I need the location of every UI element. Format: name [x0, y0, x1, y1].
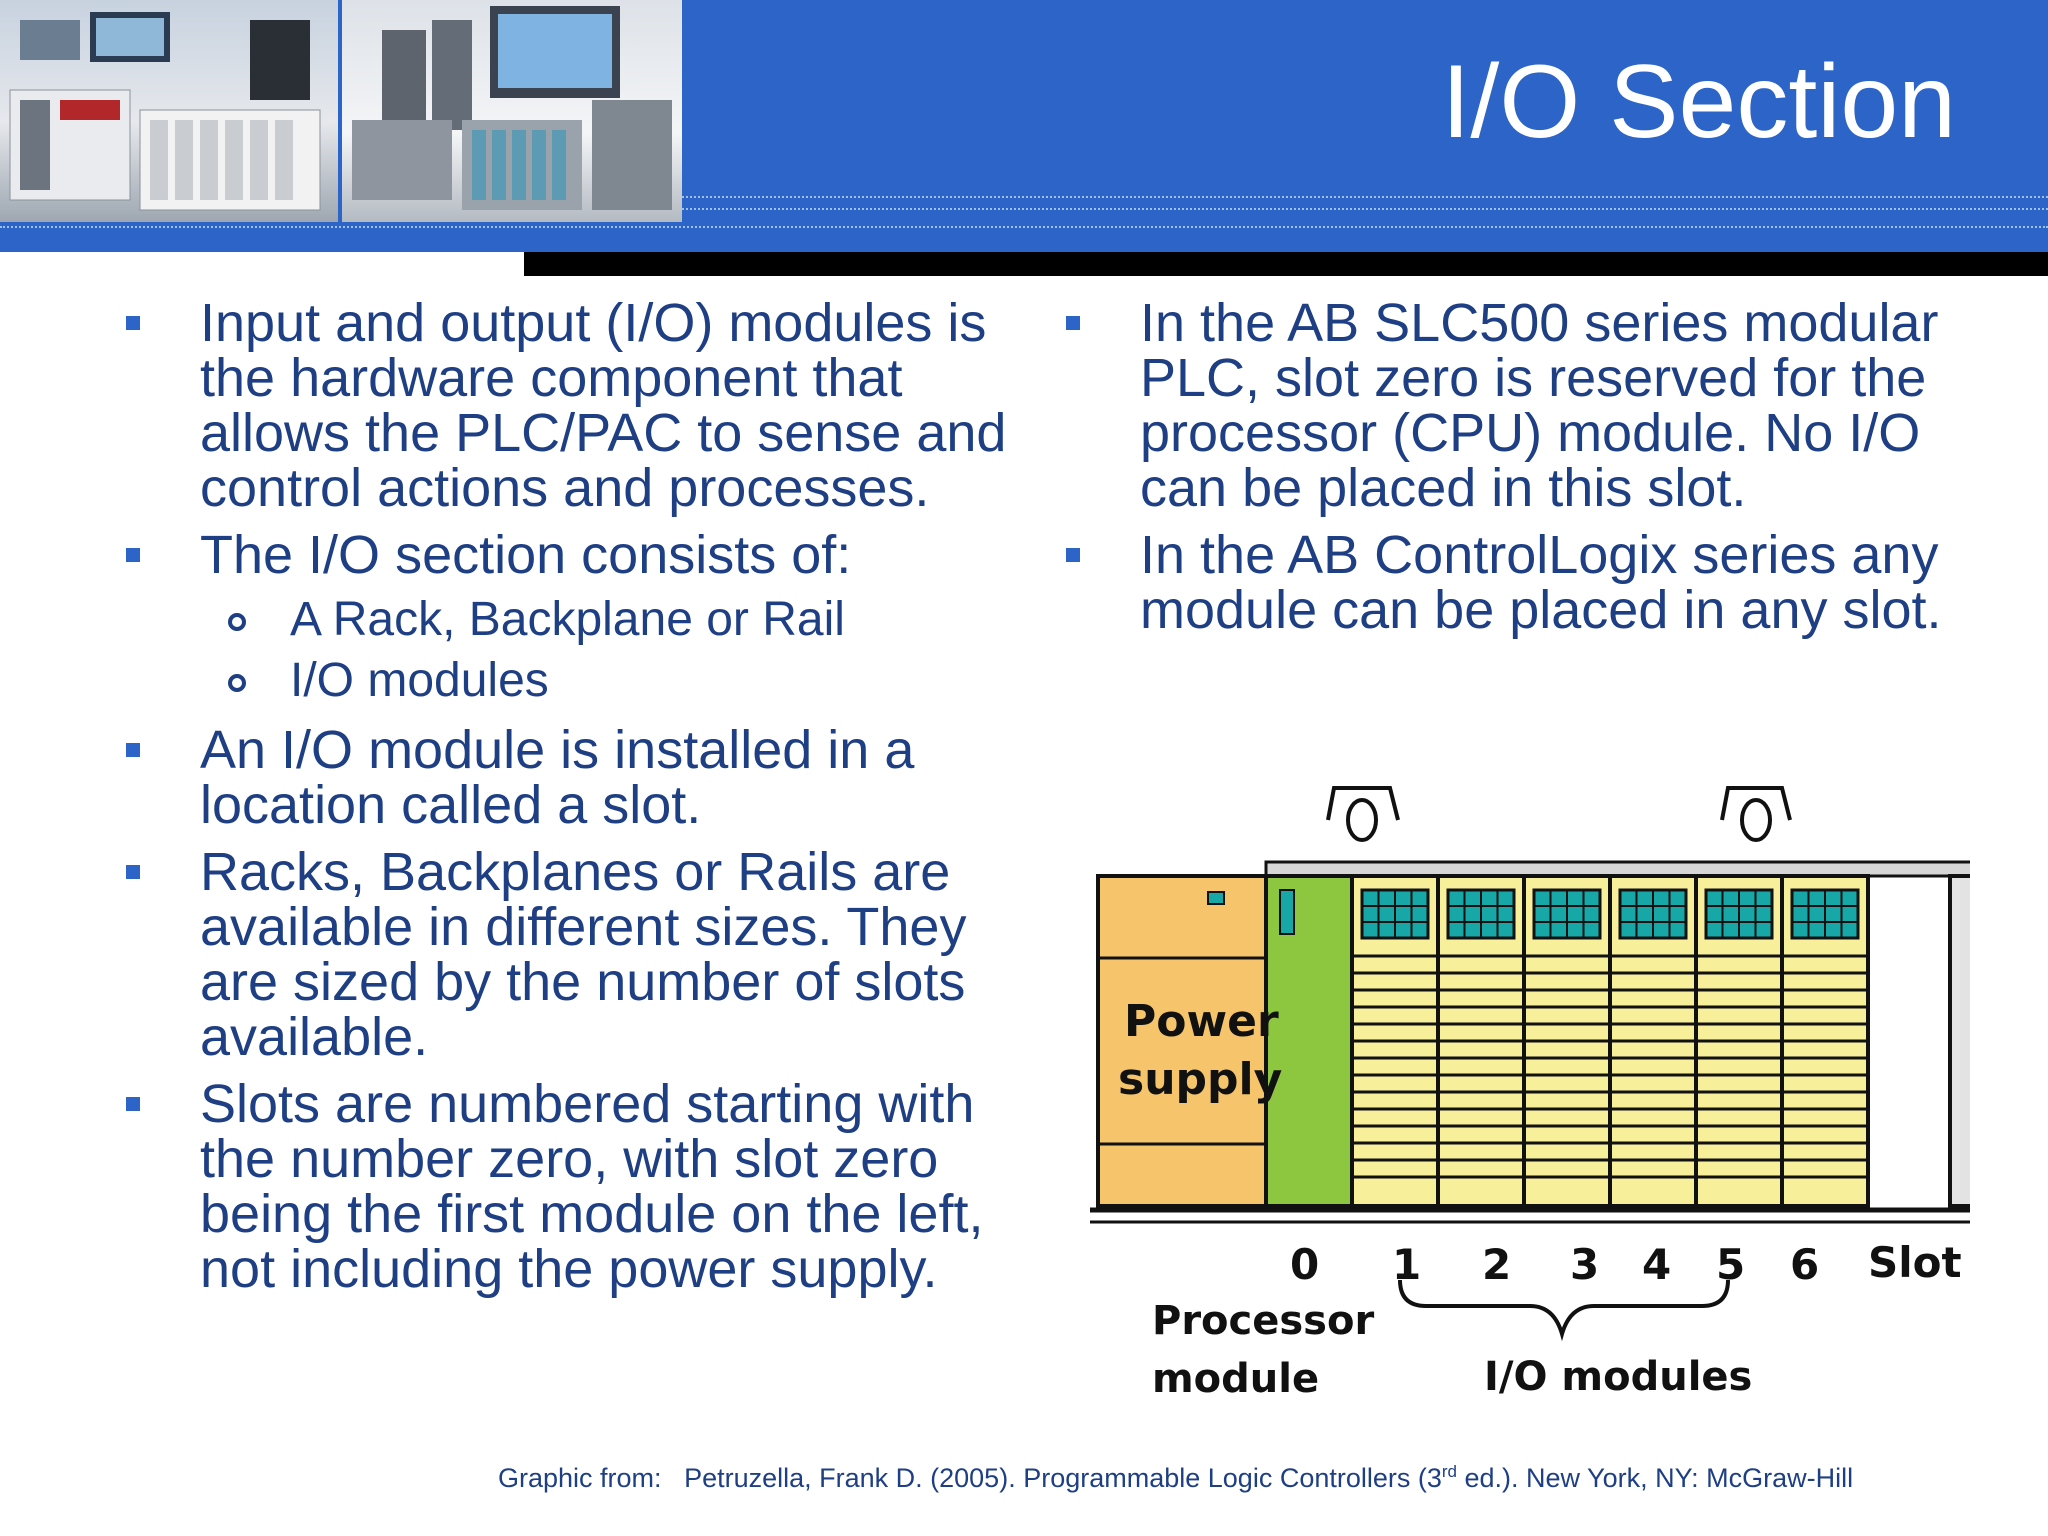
square-bullet-icon: [126, 1097, 140, 1111]
header-black-bar: [524, 252, 2048, 276]
slot-number: 1: [1392, 1240, 1422, 1289]
slot-number: 5: [1716, 1240, 1746, 1289]
square-bullet-icon: [126, 316, 140, 330]
square-bullet-icon: [126, 743, 140, 757]
header-dotted-line: [0, 226, 2048, 228]
slot-label: Slot: [1868, 1238, 1962, 1287]
slide-header: I/O Section: [0, 0, 2048, 252]
circle-bullet-icon: [228, 613, 246, 631]
slot-number: 6: [1790, 1240, 1820, 1289]
header-dotted-line: [682, 196, 2048, 198]
square-bullet-icon: [126, 548, 140, 562]
left-bullet-list: Input and output (I/O) modules is the ha…: [126, 296, 1016, 1309]
sub-bullet-list: A Rack, Backplane or Rail I/O modules: [200, 589, 1016, 711]
bullet-item: In the AB SLC500 series modular PLC, slo…: [1066, 296, 1986, 516]
header-dotted-line: [682, 208, 2048, 210]
processor-module-label: Processor: [1152, 1298, 1375, 1344]
bullet-item: Racks, Backplanes or Rails are available…: [126, 845, 1016, 1065]
io-modules-label: I/O modules: [1484, 1354, 1753, 1400]
processor-module-label: module: [1152, 1356, 1320, 1402]
circle-bullet-icon: [228, 674, 246, 692]
bullet-item: In the AB ControlLogix series any module…: [1066, 528, 1986, 638]
citation-footer: Graphic from: Petruzella, Frank D. (2005…: [498, 1462, 1854, 1493]
bullet-item: Slots are numbered starting with the num…: [126, 1077, 1016, 1297]
slot-number: 0: [1290, 1240, 1320, 1289]
power-supply-label: Power: [1124, 996, 1279, 1047]
rack-drawing: [1090, 786, 1990, 1342]
power-supply-label: supply: [1118, 1054, 1283, 1105]
bullet-item: The I/O section consists of: A Rack, Bac…: [126, 528, 1016, 711]
square-bullet-icon: [1066, 548, 1080, 562]
bullet-item: An I/O module is installed in a location…: [126, 723, 1016, 833]
power-supply-module: [1096, 874, 1268, 1208]
bullet-item: Input and output (I/O) modules is the ha…: [126, 296, 1016, 516]
slot-number: 3: [1570, 1240, 1600, 1289]
slot-number: 2: [1482, 1240, 1512, 1289]
sub-bullet-item: A Rack, Backplane or Rail: [200, 589, 1016, 650]
plc-photo-right: [342, 0, 682, 222]
right-bullet-list: In the AB SLC500 series modular PLC, slo…: [1066, 296, 1986, 650]
plc-photo-left: [0, 0, 338, 222]
square-bullet-icon: [1066, 316, 1080, 330]
sub-bullet-item: I/O modules: [200, 650, 1016, 711]
slide-title: I/O Section: [1441, 44, 1956, 160]
square-bullet-icon: [126, 865, 140, 879]
plc-rack-diagram: Power supply 0 1 2 3 4 5 6 Slot Processo…: [1090, 780, 1990, 1425]
slot-number: 4: [1642, 1240, 1672, 1289]
